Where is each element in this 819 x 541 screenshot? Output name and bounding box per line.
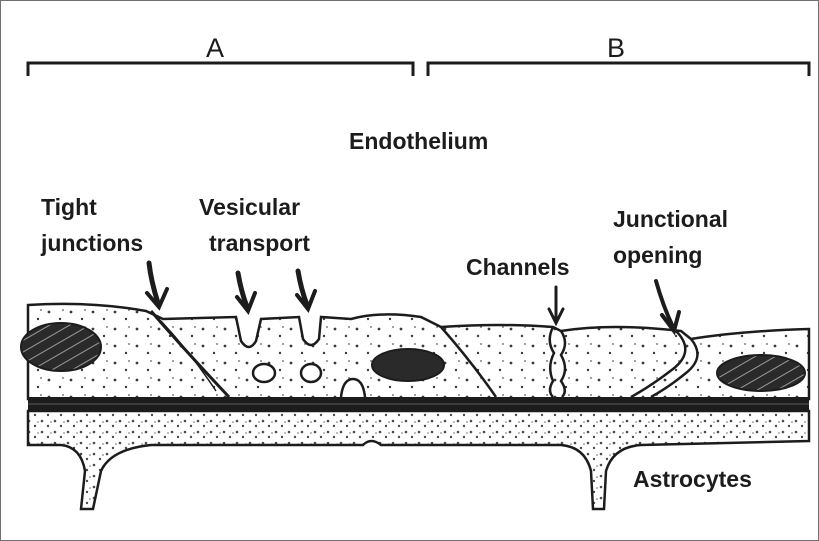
bracket-a xyxy=(28,63,413,76)
tight-junctions-label-line2: junctions xyxy=(40,230,143,256)
endothelium-layer xyxy=(21,304,809,399)
astrocyte-layer xyxy=(28,411,809,509)
vesicle xyxy=(301,364,321,382)
junctional-opening-label-line2: opening xyxy=(613,242,702,268)
arrow-vesicular-1 xyxy=(237,273,255,311)
nucleus xyxy=(21,323,101,371)
junctional-opening-label-line1: Junctional xyxy=(613,206,728,232)
channels-label: Channels xyxy=(466,254,570,280)
bracket-b xyxy=(428,63,809,76)
nucleus xyxy=(717,355,805,391)
arrow-junctional-opening xyxy=(656,281,679,331)
vesicular-transport-label-line2: transport xyxy=(209,230,310,256)
section-b-label: B xyxy=(607,33,625,63)
vesicular-transport-label-line1: Vesicular xyxy=(199,194,300,220)
nucleus xyxy=(372,349,444,381)
astrocytes-label: Astrocytes xyxy=(633,466,752,492)
arrow-channels xyxy=(549,287,563,323)
arrow-tight-junctions xyxy=(147,263,167,307)
endothelium-label: Endothelium xyxy=(349,128,488,154)
vesicle xyxy=(253,364,275,382)
section-a-label: A xyxy=(206,33,224,63)
tight-junctions-label-line1: Tight xyxy=(41,194,97,220)
arrow-vesicular-2 xyxy=(297,271,315,309)
